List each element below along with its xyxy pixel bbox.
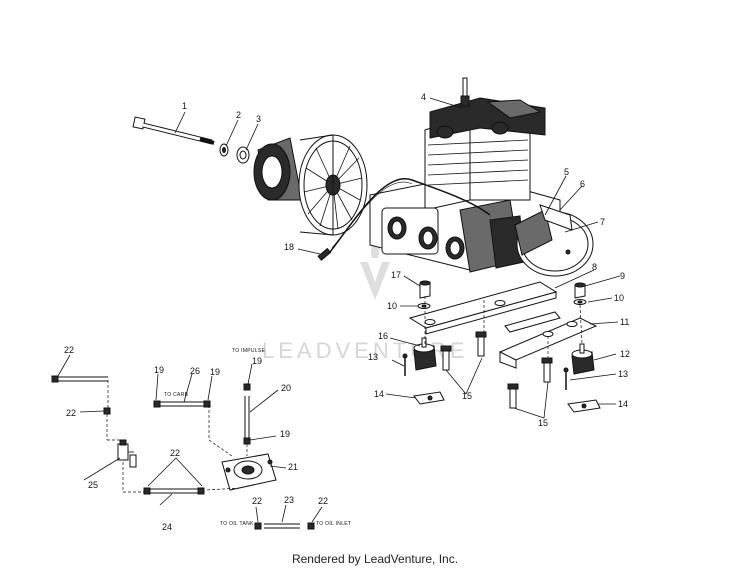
callout: 5	[564, 167, 569, 177]
callout: 22	[318, 496, 328, 506]
alignment-lines	[424, 296, 583, 358]
callout: 22	[170, 448, 180, 458]
part-14-clamp-right	[567, 399, 601, 413]
callout: 22	[64, 345, 74, 355]
callout: 21	[288, 462, 298, 472]
callout: 22	[252, 496, 262, 506]
callout: 14	[618, 399, 628, 409]
footer-credit: Rendered by LeadVenture, Inc.	[291, 552, 459, 566]
label-to-oil-inlet: TO OIL INLET	[316, 521, 351, 527]
callout: 19	[210, 367, 220, 377]
callout: 16	[378, 331, 388, 341]
callout: 14	[374, 389, 384, 399]
drive-clutch	[253, 134, 368, 236]
part-3-nut	[236, 146, 250, 164]
part-10-washer-right	[573, 299, 587, 305]
exhaust-ports	[381, 207, 465, 260]
part-18-cable	[317, 177, 491, 261]
part-9-nut	[574, 282, 586, 299]
part-4-spark-plug	[460, 77, 470, 107]
part-8-mount-bracket	[408, 281, 558, 335]
callout: 18	[284, 242, 294, 252]
callout: 11	[620, 317, 629, 327]
part-14-clamp-left	[413, 391, 445, 405]
oil-system	[51, 375, 315, 530]
callout: 23	[284, 495, 294, 505]
part-15-bolts	[440, 331, 553, 409]
engine-assembly	[369, 77, 594, 277]
part-13-screw-left	[402, 353, 408, 376]
label-to-oil-tank: TO OIL TANK	[220, 521, 254, 527]
label-to-impulse: TO IMPULSE	[232, 348, 266, 354]
callout: 10	[614, 293, 624, 303]
cylinder-fins	[427, 139, 529, 186]
label-to-carb: TO CARB	[164, 392, 189, 398]
callout: 13	[368, 352, 378, 362]
callout: 2	[236, 110, 241, 120]
part-21-oil-pump	[221, 453, 277, 491]
callout: 20	[281, 383, 291, 393]
callout: 10	[387, 301, 397, 311]
callout: 13	[618, 369, 628, 379]
callout: 7	[600, 217, 605, 227]
callout: 17	[391, 270, 401, 280]
callout: 9	[620, 271, 625, 281]
part-12-rubber-mount	[571, 343, 595, 375]
watermark-text: LEADVENTURE	[262, 338, 469, 363]
callout: 4	[421, 92, 426, 102]
callout: 26	[190, 366, 200, 376]
part-1-bolt	[132, 116, 215, 145]
callout: 15	[538, 418, 548, 428]
part-2-washer	[219, 143, 229, 157]
callout: 15	[462, 391, 472, 401]
callout-numbers: 1 2 3 4 5 6 7 8 9 10 10 11 12 13 13 14 1…	[64, 92, 630, 532]
part-13-screw-right	[563, 367, 569, 390]
callout: 19	[252, 356, 262, 366]
part-16-rubber-mount	[413, 337, 437, 371]
part-17-nut	[419, 280, 431, 299]
part-10-washer-left	[417, 303, 431, 309]
callout: 6	[580, 179, 585, 189]
leader-lines	[57, 97, 621, 523]
callout: 19	[154, 365, 164, 375]
callout: 24	[162, 522, 172, 532]
callout: 19	[280, 429, 290, 439]
callout: 22	[66, 408, 76, 418]
callout: 12	[620, 349, 630, 359]
callout: 8	[592, 262, 597, 272]
callout: 1	[182, 101, 187, 111]
callout: 25	[88, 480, 98, 490]
part-25-fitting	[117, 439, 137, 468]
part-5-seal	[514, 209, 553, 256]
hose-labels: TO CARB TO IMPULSE TO OIL TANK TO OIL IN…	[164, 348, 351, 527]
callout: 3	[256, 114, 261, 124]
